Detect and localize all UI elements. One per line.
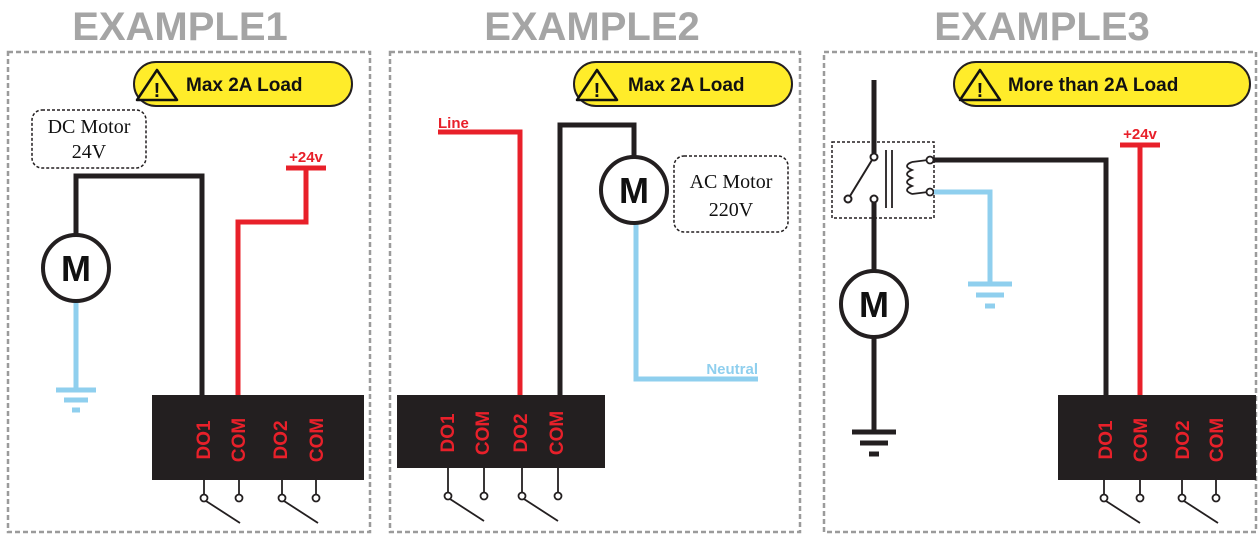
terminal-com: COM [547, 411, 568, 455]
badge-label: Max 2A Load [628, 75, 745, 96]
terminal-do2: DO2 [511, 413, 532, 452]
motor-note: DC Motor 24V [31, 109, 147, 169]
motor-symbol: M [599, 155, 669, 225]
svg-text:!: ! [977, 80, 984, 102]
motor-symbol: M [41, 233, 111, 303]
terminal-com: COM [1207, 418, 1228, 462]
svg-text:!: ! [154, 80, 161, 102]
terminal-do1: DO1 [1096, 420, 1117, 460]
terminal-block: DO1 COM DO2 COM [397, 395, 605, 468]
warning-icon: ! [135, 68, 179, 102]
badge-label: Max 2A Load [186, 75, 303, 96]
example-title: EXAMPLE1 [72, 5, 288, 49]
relay-contacts [443, 468, 563, 522]
motor-voltage-label: 24V [72, 141, 107, 163]
supply-label: +24v [289, 149, 323, 166]
panel-frame [822, 50, 1258, 534]
terminal-com: COM [229, 418, 250, 462]
load-badge: ! Max 2A Load [133, 61, 353, 107]
relay-contacts [1099, 480, 1221, 524]
motor-type-label: AC Motor [690, 171, 773, 193]
ground-symbol [852, 429, 896, 457]
black-wire [73, 173, 205, 398]
terminal-do1: DO1 [194, 420, 215, 460]
panel-frame [6, 50, 372, 534]
example-1-panel: EXAMPLE1 ! Max 2A Load DC Motor 24V +24v [6, 5, 372, 534]
neutral-label: Neutral [706, 361, 758, 378]
neutral-wire [633, 220, 758, 382]
red-wire [235, 168, 309, 398]
terminal-block: DO1 COM DO2 COM [152, 395, 364, 480]
motor-letter: M [859, 284, 889, 325]
terminal-block: DO1 COM DO2 COM [1058, 395, 1256, 480]
black-wire [557, 122, 637, 398]
load-badge: ! More than 2A Load [953, 61, 1251, 107]
example-2-panel: EXAMPLE2 ! Max 2A Load Line Neutral M AC… [388, 5, 802, 534]
terminal-com: COM [1131, 418, 1152, 462]
badge-label: More than 2A Load [1008, 75, 1178, 96]
warning-icon: ! [958, 68, 1002, 102]
motor-symbol: M [839, 269, 909, 339]
ground-symbol [968, 281, 1012, 309]
example-3-panel: EXAMPLE3 ! More than 2A Load [822, 5, 1258, 534]
relay-coil-icon [885, 150, 935, 208]
panel-frame [388, 50, 802, 534]
relay-contacts [199, 480, 321, 524]
motor-voltage-label: 220V [709, 199, 754, 221]
blue-wire [934, 189, 993, 282]
supply-label: +24v [1123, 126, 1157, 143]
terminal-com: COM [307, 418, 328, 462]
terminal-do2: DO2 [1173, 420, 1194, 459]
motor-type-label: DC Motor [48, 116, 131, 138]
relay-box [831, 80, 935, 272]
relay-switch-icon [843, 152, 879, 204]
terminal-do1: DO1 [438, 413, 459, 453]
line-wire [438, 129, 523, 398]
terminal-com: COM [473, 411, 494, 455]
svg-text:!: ! [594, 80, 601, 102]
terminal-do2: DO2 [271, 420, 292, 459]
black-wire [934, 157, 1109, 398]
line-label: Line [438, 115, 469, 132]
motor-letter: M [61, 248, 91, 289]
ground-symbol [56, 387, 96, 413]
warning-icon: ! [575, 68, 619, 102]
example-title: EXAMPLE2 [484, 5, 700, 49]
motor-note: AC Motor 220V [673, 155, 789, 233]
motor-letter: M [619, 170, 649, 211]
load-badge: ! Max 2A Load [573, 61, 793, 107]
example-title: EXAMPLE3 [934, 5, 1150, 49]
